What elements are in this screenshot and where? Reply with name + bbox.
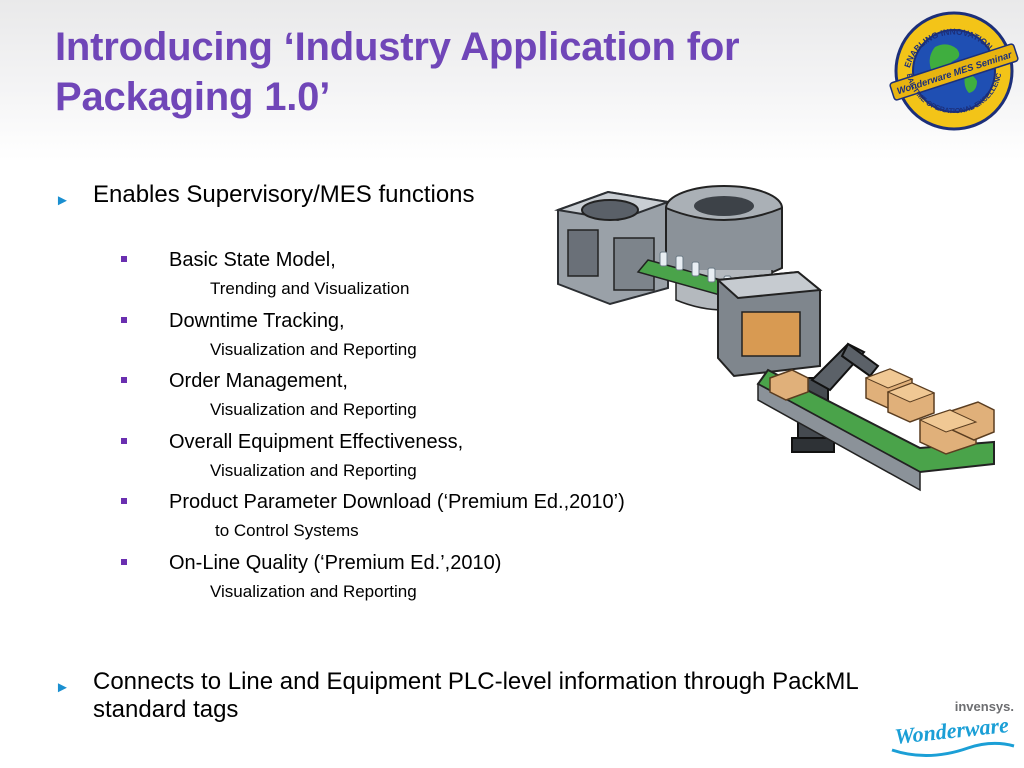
square-bullet-icon bbox=[121, 316, 127, 323]
bullet-enables-supervisory: ► Enables Supervisory/MES functions bbox=[55, 181, 475, 215]
sub-item-main: Order Management, bbox=[169, 370, 348, 392]
sub-item-note: Trending and Visualization bbox=[210, 279, 410, 298]
square-bullet-icon bbox=[121, 256, 127, 262]
sub-bullet-list: Basic State Model, Trending and Visualiz… bbox=[118, 246, 678, 609]
square-bullet-icon bbox=[121, 498, 127, 504]
bullet-connects-plc: ► Connects to Line and Equipment PLC-lev… bbox=[55, 668, 915, 724]
invensys-wordmark: invensys. bbox=[955, 699, 1014, 714]
sub-item-note: Visualization and Reporting bbox=[210, 460, 417, 480]
sub-item-note: Visualization and Reporting bbox=[210, 339, 417, 359]
list-item: Basic State Model, Trending and Visualiz… bbox=[118, 246, 678, 307]
square-bullet-icon bbox=[121, 437, 127, 444]
list-item: Overall Equipment Effectiveness, Visuali… bbox=[118, 428, 678, 489]
wonderware-brand-logo: invensys. Wonderware bbox=[891, 699, 1015, 758]
sub-item-main: Overall Equipment Effectiveness, bbox=[169, 430, 464, 453]
triangle-bullet-icon: ► bbox=[55, 679, 70, 696]
sub-item-note: Visualization and Reporting bbox=[210, 400, 417, 419]
sub-item-note: to Control Systems bbox=[215, 521, 359, 540]
filler-machine bbox=[554, 190, 672, 306]
sub-item-main: Basic State Model, bbox=[169, 249, 336, 271]
seminar-seal-logo: ENABLING INNOVATION FOR Wonderware MES S… bbox=[885, 5, 1019, 131]
case-packer bbox=[715, 270, 823, 378]
triangle-bullet-icon: ► bbox=[55, 192, 70, 209]
packaging-line-illustration bbox=[554, 185, 995, 492]
square-bullet-icon bbox=[121, 377, 127, 383]
sub-item-main: On-Line Quality (‘Premium Ed.’,2010) bbox=[169, 551, 502, 574]
sub-item-note: Visualization and Reporting bbox=[210, 581, 417, 601]
list-item: On-Line Quality (‘Premium Ed.’,2010) Vis… bbox=[118, 549, 678, 610]
bullet-text: Connects to Line and Equipment PLC-level… bbox=[93, 668, 858, 723]
list-item: Order Management, Visualization and Repo… bbox=[118, 367, 678, 428]
bullet-text: Enables Supervisory/MES functions bbox=[93, 181, 475, 208]
list-item: Downtime Tracking, Visualization and Rep… bbox=[118, 307, 678, 368]
square-bullet-icon bbox=[121, 558, 127, 565]
header-gradient bbox=[0, 0, 1024, 160]
sub-item-main: Product Parameter Download (‘Premium Ed.… bbox=[169, 491, 625, 513]
sub-item-main: Downtime Tracking, bbox=[169, 309, 345, 332]
slide-title: Introducing ‘Industry Application for Pa… bbox=[55, 25, 740, 119]
list-item: Product Parameter Download (‘Premium Ed.… bbox=[118, 488, 678, 549]
